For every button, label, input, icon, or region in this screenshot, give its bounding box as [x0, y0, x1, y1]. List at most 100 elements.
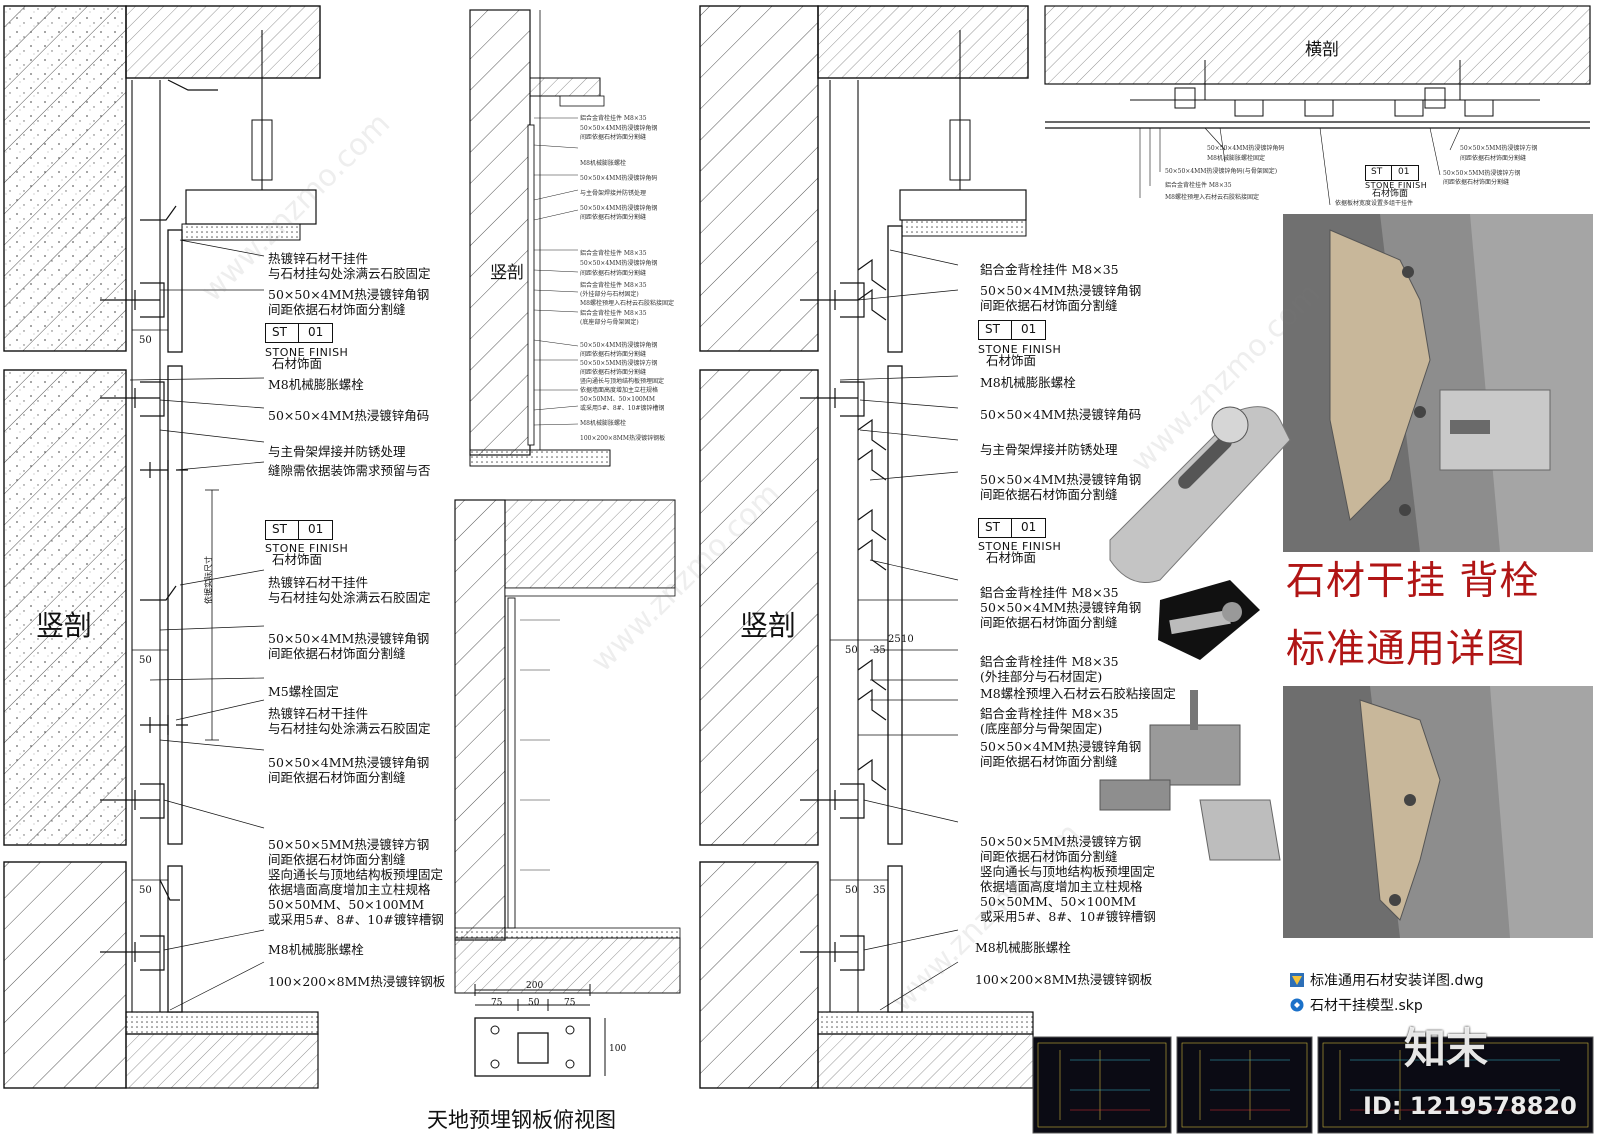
right-label-3: M8机械膨胀螺栓 — [980, 375, 1076, 390]
left-label-4: M8机械膨胀螺栓 — [268, 377, 364, 392]
left-label-21: 50×50MM、50×100MM — [268, 897, 425, 912]
brand-id: ID: 1219578820 — [1363, 1092, 1577, 1120]
right-label-7: 间距依据石材饰面分割缝 — [980, 487, 1118, 502]
plan-dim-a: 75 — [491, 998, 503, 1008]
skp-file-icon — [1290, 998, 1304, 1012]
section-label-vertical-right: 竖剖 — [740, 609, 797, 642]
stone-tag-num: 01 — [1021, 322, 1037, 336]
mid-label-0: 鋁合金背栓挂件 M8×35 — [580, 115, 647, 122]
mid-label-19: 间距依据石材饰面分割缝 — [580, 369, 647, 376]
left-label-13: 热镀锌石材干挂件 — [268, 706, 369, 721]
mid-label-12: (外挂部分与石材固定) — [580, 291, 639, 298]
left-label-24: 100×200×8MM热浸镀锌钢板 — [268, 974, 446, 989]
left-label-6: 与主骨架焊接并防锈处理 — [268, 444, 406, 459]
dim-span: 依据实际尺寸 — [204, 556, 213, 604]
right-label-20: 竖向通长与顶地结构板预埋固定 — [980, 864, 1156, 879]
left-label-10: 50×50×4MM热浸镀锌角钢 — [268, 631, 430, 646]
mid-label-3: M8机械膨胀螺栓 — [580, 160, 626, 167]
mid-label-11: 鋁合金背栓挂件 M8×35 — [580, 282, 647, 289]
mid-label-18: 50×50×5MM热浸镀锌方钢 — [580, 360, 658, 367]
mid-label-23: 或采用5#、8#、10#镀锌槽钢 — [580, 405, 665, 412]
right-label-19: 间距依据石材饰面分割缝 — [980, 849, 1118, 864]
left-label-12: M5螺栓固定 — [268, 684, 339, 699]
stone-tag-right-1: ST 01 — [978, 320, 1046, 340]
right-label-22: 50×50MM、50×100MM — [980, 894, 1137, 909]
mid-label-24: M8机械膨胀螺栓 — [580, 420, 626, 427]
right-label-6: 50×50×4MM热浸镀锌角钢 — [980, 472, 1142, 487]
stone-tag-code: ST — [985, 520, 1000, 534]
right-label-16: 50×50×4MM热浸镀锌角钢 — [980, 739, 1142, 754]
right-label-1: 50×50×4MM热浸镀锌角钢 — [980, 283, 1142, 298]
h-label-1: M8机械膨胀螺栓固定 — [1207, 155, 1265, 162]
stone-tag-cn: 石材饰面 — [272, 356, 323, 371]
plan-view-title: 天地预埋钢板俯视图 — [427, 1108, 616, 1132]
stone-tag-num: 01 — [1021, 520, 1037, 534]
right-label-11: 鋁合金背栓挂件 M8×35 — [980, 654, 1119, 669]
render-photo-top — [1283, 214, 1593, 552]
left-label-8: 热镀锌石材干挂件 — [268, 575, 369, 590]
mid-label-4: 50×50×4MM热浸镀锌角码 — [580, 175, 658, 182]
dim-50-d: 50 — [845, 645, 858, 656]
mid-label-16: 50×50×4MM热浸镀锌角钢 — [580, 342, 658, 349]
stone-tag-code: ST — [272, 522, 287, 536]
left-label-11: 间距依据石材饰面分割缝 — [268, 646, 406, 661]
mid-label-25: 100×200×8MM热浸镀锌钢板 — [580, 435, 666, 442]
stone-tag-num: 01 — [308, 325, 324, 339]
left-vertical-section — [3, 5, 321, 1089]
mid-label-10: 间距依据石材饰面分割缝 — [580, 270, 647, 277]
mid-label-22: 50×50MM、50×100MM — [580, 396, 655, 403]
dim-50-c: 50 — [139, 885, 152, 896]
right-label-25: 100×200×8MM热浸镀锌钢板 — [975, 972, 1153, 987]
anchor-photo — [1099, 690, 1281, 861]
mid-label-9: 50×50×4MM热浸镀锌角钢 — [580, 260, 658, 267]
left-label-17: 50×50×5MM热浸镀锌方钢 — [268, 837, 430, 852]
file-dwg[interactable]: 标准通用石材安装详图.dwg — [1290, 970, 1484, 990]
left-label-1: 与石材挂勾处涂满云石胶固定 — [268, 266, 431, 281]
left-label-19: 竖向通长与顶地结构板预埋固定 — [268, 867, 444, 882]
right-label-4: 50×50×4MM热浸镀锌角码 — [980, 407, 1142, 422]
file-skp-name: 石材干挂模型.skp — [1310, 998, 1423, 1014]
section-label-horizontal: 横剖 — [1305, 40, 1339, 60]
left-label-16: 间距依据石材饰面分割缝 — [268, 770, 406, 785]
right-label-18: 50×50×5MM热浸镀锌方钢 — [980, 834, 1142, 849]
left-label-5: 50×50×4MM热浸镀锌角码 — [268, 408, 430, 423]
stone-tag-en: STONE FINISH — [978, 540, 1062, 553]
render-photo-bottom — [1283, 686, 1593, 938]
plan-dim-h: 100 — [609, 1044, 627, 1054]
stone-tag-cn: 石材饰面 — [1372, 189, 1409, 199]
stone-tag-right-2: ST 01 — [978, 518, 1046, 538]
stone-tag-code: ST — [1371, 167, 1383, 177]
mid-label-13: M8螺栓预埋入石材云石胶粘接固定 — [580, 300, 674, 307]
stone-tag-en: STONE FINISH — [978, 343, 1062, 356]
stone-tag-code: ST — [985, 322, 1000, 336]
right-label-17: 间距依据石材饰面分割缝 — [980, 754, 1118, 769]
file-dwg-name: 标准通用石材安装详图.dwg — [1310, 973, 1484, 989]
mid-label-21: 依据墙面高度增加主立柱规格 — [580, 387, 659, 394]
left-label-14: 与石材挂勾处涂满云石胶固定 — [268, 721, 431, 736]
middle-top-section — [469, 9, 611, 467]
h-label-7: 间距依据石材饰面分割缝 — [1460, 155, 1527, 162]
stone-tag-num: 01 — [308, 522, 324, 536]
middle-bottom-section — [454, 499, 681, 994]
stone-tag-code: ST — [272, 325, 287, 339]
bolt-photo — [1158, 580, 1260, 660]
file-skp[interactable]: 石材干挂模型.skp — [1290, 995, 1423, 1015]
right-label-14: 鋁合金背栓挂件 M8×35 — [980, 706, 1119, 721]
left-label-23: M8机械膨胀螺栓 — [268, 942, 364, 957]
h-label-6: 50×50×5MM热浸镀锌方钢 — [1460, 145, 1538, 152]
mid-label-1: 50×50×4MM热浸镀锌角钢 — [580, 125, 658, 132]
section-label-vertical-left: 竖剖 — [36, 609, 93, 642]
mid-label-15: (底座部分与骨架固定) — [580, 319, 639, 326]
left-label-2: 50×50×4MM热浸镀锌角钢 — [268, 287, 430, 302]
mid-label-5: 与主骨架焊接并防锈处理 — [580, 190, 647, 197]
stone-tag-cn: 石材饰面 — [986, 550, 1037, 565]
horizontal-section — [1044, 5, 1591, 206]
h-label-4: M8螺栓预埋入石材云石胶粘接固定 — [1165, 194, 1259, 201]
left-label-18: 间距依据石材饰面分割缝 — [268, 852, 406, 867]
h-label-0: 50×50×4MM热浸镀锌角码 — [1207, 145, 1285, 152]
bracket-photo — [1109, 406, 1291, 583]
stone-tag-num: 01 — [1398, 167, 1410, 177]
dim-35-a: 35 — [873, 645, 886, 656]
left-label-15: 50×50×4MM热浸镀锌角钢 — [268, 755, 430, 770]
